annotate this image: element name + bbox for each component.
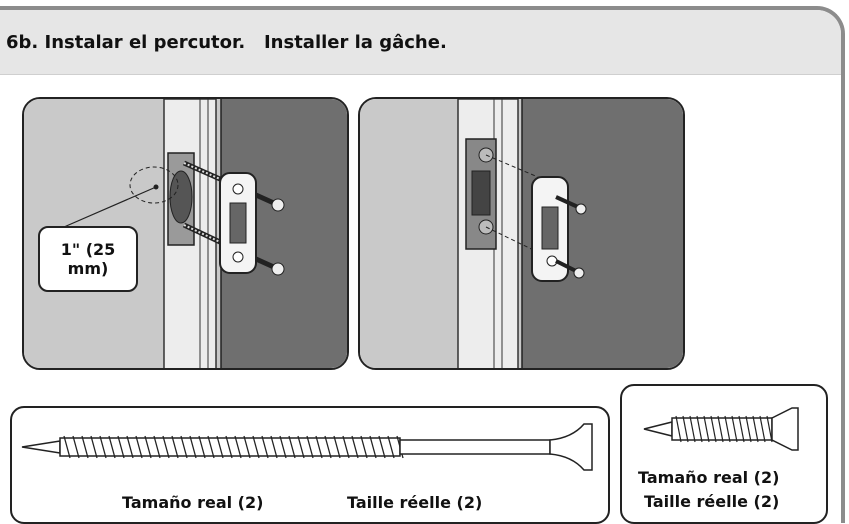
short-screw-icon	[643, 407, 799, 451]
short-screw-label-fr: Taille réelle (2)	[644, 492, 780, 511]
door-frame-drawing-2	[360, 99, 683, 368]
depth-callout: 1" (25 mm)	[38, 226, 138, 292]
long-screw-label-fr: Taille réelle (2)	[347, 493, 483, 512]
strike-plate-icon	[531, 176, 569, 282]
step-title: 6b. Instalar el percutor. Installer la g…	[6, 32, 447, 53]
short-screw-panel: Tamaño real (2) Taille réelle (2)	[620, 384, 828, 524]
illustration-attach-strike	[358, 97, 685, 370]
door-frame-drawing-1	[24, 99, 347, 368]
long-screw-panel: Tamaño real (2) Taille réelle (2)	[10, 406, 610, 524]
short-screw-label-es: Tamaño real (2)	[638, 468, 780, 487]
long-screw-icon	[21, 423, 593, 471]
long-screw-label-es: Tamaño real (2)	[122, 493, 264, 512]
screw-icon	[555, 195, 587, 279]
strike-plate-icon	[219, 172, 257, 274]
step-header: 6b. Instalar el percutor. Installer la g…	[0, 10, 841, 75]
depth-callout-line-1: 1" (25	[60, 240, 116, 259]
depth-callout-line-2: mm)	[67, 259, 109, 278]
instruction-card: 6b. Instalar el percutor. Installer la g…	[0, 6, 845, 524]
illustration-install-screws	[22, 97, 349, 370]
